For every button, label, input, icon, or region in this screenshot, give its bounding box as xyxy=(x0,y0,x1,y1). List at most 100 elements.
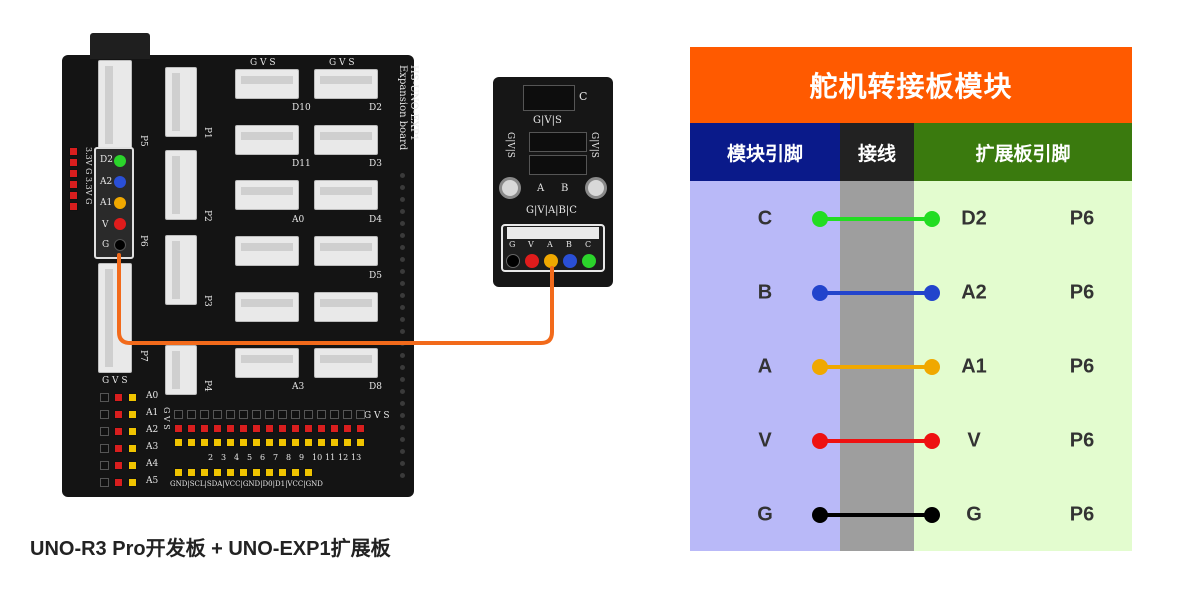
servo-connector xyxy=(235,69,299,99)
header-gvs-1: G V S xyxy=(250,58,276,68)
wire-end-board xyxy=(924,507,940,523)
p6-pin-a1 xyxy=(114,197,126,209)
wire-lines xyxy=(812,211,940,523)
module-a-label: A xyxy=(537,183,545,194)
p6-pin-d2 xyxy=(114,155,126,167)
header-gvs-2: G V S xyxy=(329,58,355,68)
digital-pin-number: 9 xyxy=(299,453,305,462)
module-pin-label: G xyxy=(509,240,516,249)
board-pin-hole xyxy=(400,197,405,202)
digital-header-pin xyxy=(343,424,352,433)
connector-label: D11 xyxy=(292,159,311,169)
module-pin-value: V xyxy=(758,429,772,452)
digital-header-pin xyxy=(187,438,196,447)
analog-header-pin xyxy=(114,427,123,436)
port-connector-p4 xyxy=(165,345,197,395)
power-header-label: 3.3V G 3.3V G xyxy=(84,147,93,205)
module-header-b xyxy=(529,155,587,175)
bottom-header-pin xyxy=(278,468,287,477)
analog-header-pin xyxy=(128,444,137,453)
analog-header-pin xyxy=(100,444,109,453)
board-port-value: P6 xyxy=(1069,355,1095,378)
header-module-cell: 模块引脚 xyxy=(690,123,840,181)
module-pin-label: V xyxy=(528,240,534,249)
analog-header-pin xyxy=(100,427,109,436)
bottom-header-pin xyxy=(239,468,248,477)
board-pin-hole xyxy=(400,281,405,286)
digital-pin-number: 3 xyxy=(221,453,227,462)
digital-header-pin xyxy=(200,438,209,447)
digital-pin-number: 4 xyxy=(234,453,240,462)
board-pin-hole xyxy=(400,305,405,310)
board-pin-hole xyxy=(400,185,405,190)
module-pin-c xyxy=(582,254,596,268)
wire-end-module xyxy=(812,211,828,227)
bottom-header-pin xyxy=(200,468,209,477)
connector-label: D8 xyxy=(369,382,382,392)
servo-connector xyxy=(314,348,378,378)
servo-connector xyxy=(314,236,378,266)
module-gvs-right: G|V|S xyxy=(589,132,599,158)
module-pin-label: A xyxy=(547,240,553,249)
p6-pin-g xyxy=(114,239,126,251)
module-connector-white xyxy=(507,227,599,239)
digital-header-pin xyxy=(265,424,274,433)
analog-header-pin xyxy=(114,393,123,402)
module-pin-value: C xyxy=(757,207,773,230)
module-pin-label: B xyxy=(566,240,572,249)
analog-label-a2: A2 xyxy=(146,425,159,435)
connector-label: D2 xyxy=(369,103,382,113)
digital-header-pin xyxy=(187,424,196,433)
digital-pin-number: 6 xyxy=(260,453,266,462)
analog-header-pin xyxy=(128,410,137,419)
module-c-label: C xyxy=(579,90,588,103)
digital-header-pin xyxy=(213,410,222,419)
servo-connector xyxy=(235,292,299,322)
connector-label: A3 xyxy=(292,382,305,392)
port-connector-p1 xyxy=(165,67,197,137)
digital-header-pin xyxy=(356,410,365,419)
port-connector-p3 xyxy=(165,235,197,305)
table-title-cell: 舵机转接板模块 xyxy=(690,47,1132,123)
digital-header-pin xyxy=(239,424,248,433)
digital-header-pin xyxy=(252,438,261,447)
servo-connector xyxy=(235,125,299,155)
digital-pin-number: 8 xyxy=(286,453,292,462)
connection-wire xyxy=(117,253,554,345)
servo-connector xyxy=(235,180,299,210)
digital-header-pin xyxy=(239,438,248,447)
digital-header-pin xyxy=(226,410,235,419)
board-pin-hole xyxy=(400,461,405,466)
wire-end-board xyxy=(924,359,940,375)
p6-pin-a2 xyxy=(114,176,126,188)
analog-header-pin xyxy=(100,478,109,487)
module-pin-v xyxy=(525,254,539,268)
digital-header-pin xyxy=(291,438,300,447)
board-pin-hole xyxy=(400,269,405,274)
bottom-label: GND|SCL|SDA|VCC|GND|D0|D1|VCC|GND xyxy=(170,480,323,488)
module-header-a xyxy=(529,132,587,152)
digital-header-pin xyxy=(304,424,313,433)
board-pin-value: V xyxy=(967,429,981,452)
p6-label-a2: A2 xyxy=(100,177,113,187)
board-pin-hole xyxy=(400,473,405,478)
board-pin-hole xyxy=(400,233,405,238)
port-connector-p5 xyxy=(98,60,132,150)
connector-label: D4 xyxy=(369,215,382,225)
digital-header-pin xyxy=(304,438,313,447)
analog-header-pin xyxy=(114,410,123,419)
module-gvs-label: G|V|S xyxy=(533,115,562,126)
header-wire: 接线 xyxy=(857,142,896,165)
digital-header-pin xyxy=(174,438,183,447)
analog-label-a5: A5 xyxy=(146,476,159,486)
digital-header-pin xyxy=(278,438,287,447)
digital-header-pin xyxy=(343,438,352,447)
board-pin-hole xyxy=(400,365,405,370)
board-column xyxy=(914,181,1132,551)
board-pin-hole xyxy=(400,377,405,382)
analog-header-pin xyxy=(128,461,137,470)
wire-end-board xyxy=(924,211,940,227)
digital-header-pin xyxy=(213,438,222,447)
bottom-header-pin xyxy=(174,468,183,477)
power-pin xyxy=(69,202,78,211)
